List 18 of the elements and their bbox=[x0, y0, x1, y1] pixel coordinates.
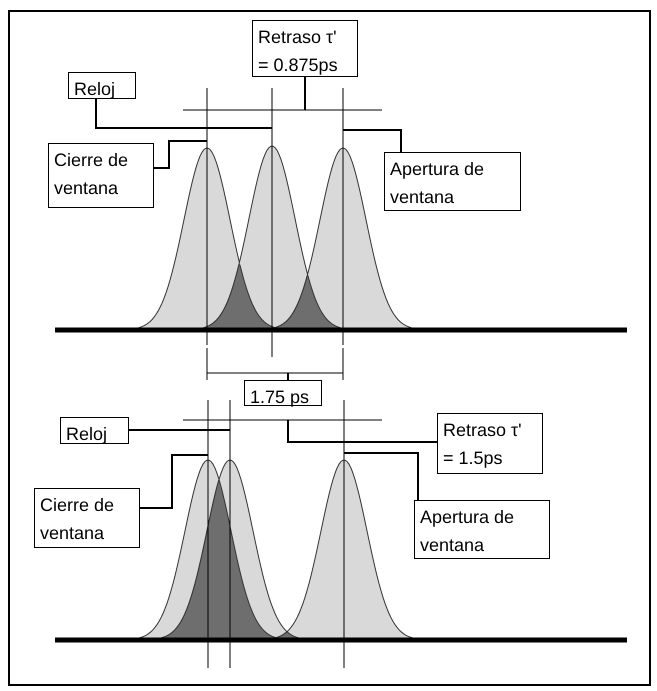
callout-label: Retraso τ' = 1.5ps bbox=[437, 413, 543, 474]
leader-line bbox=[344, 452, 419, 500]
leader-line bbox=[304, 77, 306, 110]
callout-label: Cierre de ventana bbox=[48, 143, 154, 208]
callout-label: Reloj bbox=[60, 417, 129, 444]
callout-label: Reloj bbox=[68, 72, 136, 99]
leader-line bbox=[343, 129, 402, 152]
callout-label: 1.75 ps bbox=[244, 380, 322, 406]
leader-line bbox=[287, 420, 437, 443]
callout-label: Cierre de ventana bbox=[34, 488, 140, 548]
leader-line bbox=[140, 454, 208, 509]
callout-label: Apertura de ventana bbox=[384, 152, 521, 211]
leader-line bbox=[154, 140, 207, 169]
leader-line bbox=[95, 99, 272, 129]
callout-label: Retraso τ' = 0.875ps bbox=[252, 20, 358, 77]
leader-line bbox=[287, 373, 289, 380]
callout-label: Apertura de ventana bbox=[414, 500, 550, 559]
leader-line bbox=[129, 429, 230, 431]
